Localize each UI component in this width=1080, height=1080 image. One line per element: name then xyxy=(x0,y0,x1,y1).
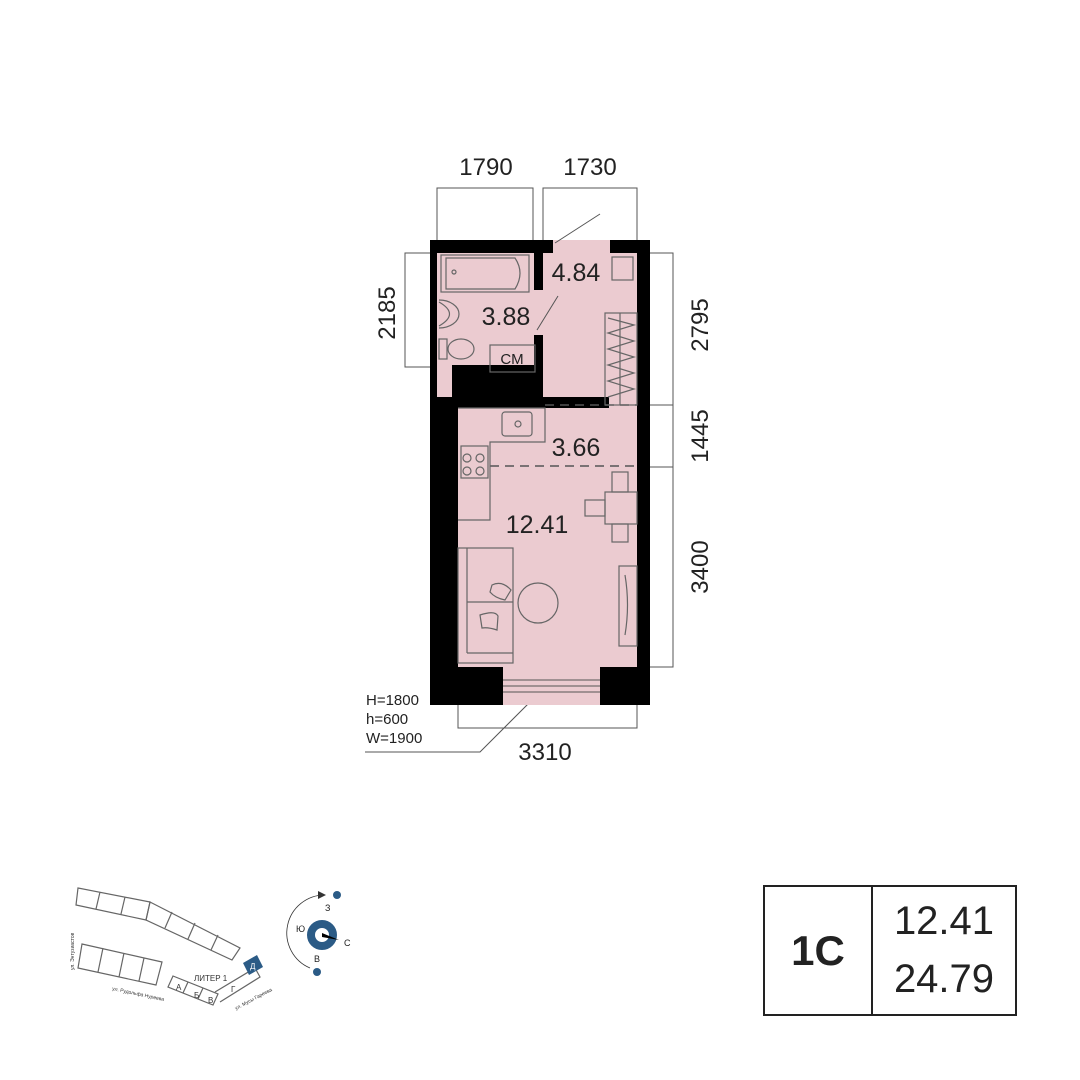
room-area-kitchen: 3.66 xyxy=(552,434,601,462)
washer-label: СМ xyxy=(500,351,523,368)
dining-table xyxy=(584,471,638,543)
room-area-hall: 4.84 xyxy=(552,259,601,287)
dimension-lines xyxy=(365,187,674,753)
sun-icon xyxy=(333,891,341,899)
hall-cabinet xyxy=(611,256,634,281)
street-label: ул. Рудольфа Нуреева xyxy=(112,986,165,1003)
section-a: А xyxy=(176,983,182,992)
dim-left: 2185 xyxy=(374,286,401,339)
room-area-bathroom: 3.88 xyxy=(482,303,531,331)
dim-right-bottom: 3400 xyxy=(687,540,714,593)
compass-north: С xyxy=(344,938,351,948)
partition-wall xyxy=(543,397,609,408)
dim-right-top: 2795 xyxy=(687,298,714,351)
wardrobe xyxy=(604,312,638,406)
section-d: Д xyxy=(250,962,256,971)
total-area: 24.79 xyxy=(893,956,995,1001)
section-b: Б xyxy=(194,991,199,1000)
window xyxy=(503,679,600,693)
dim-top-left: 1790 xyxy=(459,154,512,181)
dim-right-middle: 1445 xyxy=(687,409,714,462)
window-height: H=1800 xyxy=(366,692,419,709)
site-map: ЛИТЕР 1 А Б В Г Д ул. Энтузиастов ул. Ру… xyxy=(70,887,273,1012)
entry-door[interactable] xyxy=(554,213,601,244)
coffee-table xyxy=(517,582,559,624)
tv-stand xyxy=(618,565,638,647)
sofa xyxy=(457,547,514,664)
washing-machine xyxy=(489,344,536,373)
street-label: ул. Мусы Гареева xyxy=(234,987,273,1012)
sink xyxy=(438,299,460,329)
compass-west: З xyxy=(325,903,330,913)
apartment-info: 1С 12.41 24.79 xyxy=(763,885,1017,1016)
section-g: Г xyxy=(231,985,236,994)
compass: З Ю С В xyxy=(286,891,351,976)
bathroom-door[interactable] xyxy=(536,295,559,331)
section-v: В xyxy=(208,996,213,1005)
partition-wall xyxy=(535,253,543,290)
apartment-type: 1С xyxy=(765,887,873,1014)
building-label: ЛИТЕР 1 xyxy=(194,974,228,983)
kitchen-counter xyxy=(458,407,546,521)
partition-wall xyxy=(535,335,543,397)
dim-top-right: 1730 xyxy=(563,154,616,181)
street-label: ул. Энтузиастов xyxy=(70,932,76,970)
dim-bottom: 3310 xyxy=(518,739,571,766)
compass-south: Ю xyxy=(296,924,305,934)
window-width: W=1900 xyxy=(366,730,422,747)
shaft-wall xyxy=(452,372,543,397)
toilet xyxy=(438,338,475,360)
living-area: 12.41 xyxy=(893,899,995,944)
highlighted-section xyxy=(243,955,263,975)
bathtub xyxy=(440,254,530,293)
room-area-living: 12.41 xyxy=(506,511,569,539)
compass-east: В xyxy=(314,954,320,964)
floor-areas xyxy=(437,240,637,705)
window-sill-height: h=600 xyxy=(366,711,408,728)
sun-icon xyxy=(313,968,321,976)
